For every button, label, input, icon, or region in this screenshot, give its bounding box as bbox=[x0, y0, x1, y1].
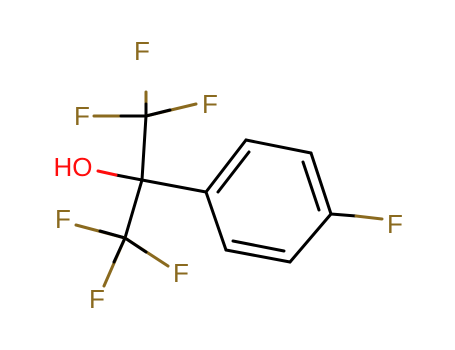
bond-aryl-fluorine bbox=[329, 212, 384, 221]
ring-double-2 bbox=[301, 160, 321, 212]
bond-ring-f bbox=[354, 214, 384, 221]
bond-c3-f6-dark bbox=[112, 236, 127, 264]
label-f-top-a: F bbox=[134, 36, 150, 66]
ring-bond-1 bbox=[204, 138, 248, 194]
bonds-bottom-cf3 bbox=[74, 223, 170, 288]
label-f-bot-a: F bbox=[55, 204, 71, 234]
ring-bond-3 bbox=[309, 151, 333, 216]
ring-double-3 bbox=[231, 239, 286, 253]
benzene-ring bbox=[204, 138, 333, 264]
bond-c3-f5-dark bbox=[123, 236, 148, 254]
ring-bond-5 bbox=[224, 248, 292, 264]
bond-c2-c3 bbox=[123, 178, 144, 240]
bond-c1-f3-dark bbox=[144, 108, 172, 118]
ring-bond-2 bbox=[244, 138, 313, 155]
ring-double-1 bbox=[216, 150, 251, 194]
bond-c3-f4-dark bbox=[98, 229, 127, 240]
bonds-hydroxyl bbox=[96, 169, 144, 182]
bond-c2-o-red bbox=[96, 169, 118, 177]
label-f-aryl: F bbox=[387, 209, 403, 239]
atom-labels: F F F HO F F F F bbox=[54, 36, 403, 314]
label-f-top-c: F bbox=[202, 89, 218, 119]
ring-bond-6 bbox=[204, 190, 228, 252]
bond-c2-ring bbox=[140, 178, 208, 194]
ring-bond-4 bbox=[288, 212, 333, 264]
label-f-top-b: F bbox=[74, 101, 90, 131]
bond-ring-f-dark bbox=[329, 212, 358, 218]
label-f-bot-b: F bbox=[173, 258, 189, 288]
bonds-top-cf3 bbox=[92, 90, 198, 118]
bond-c2-o bbox=[114, 173, 144, 182]
label-f-bot-c: F bbox=[89, 284, 105, 314]
label-hydroxyl: HO bbox=[54, 152, 93, 182]
bond-c2-c1 bbox=[140, 114, 148, 182]
